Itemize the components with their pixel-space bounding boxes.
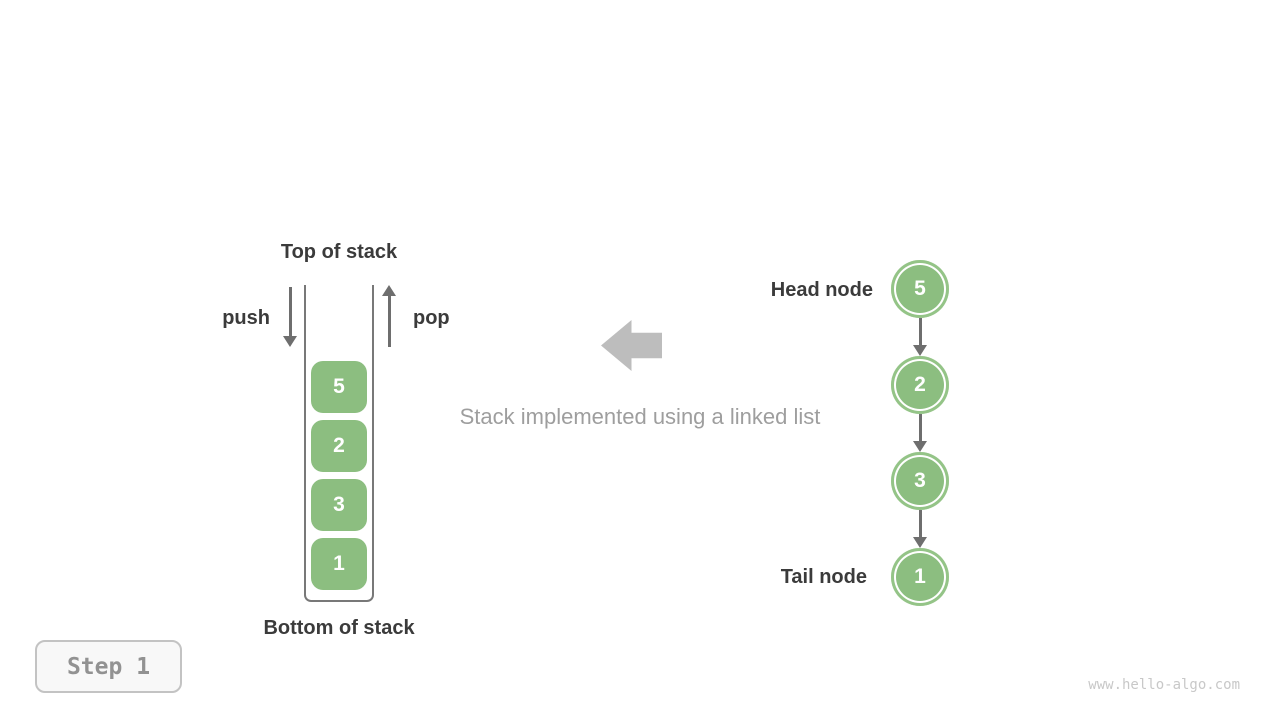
linked-list-node: 3 xyxy=(891,452,949,510)
top-of-stack-label: Top of stack xyxy=(280,241,398,263)
link-arrow-head xyxy=(913,441,927,452)
bottom-of-stack-label: Bottom of stack xyxy=(263,617,415,639)
link-arrow-shaft xyxy=(918,318,922,346)
step-badge: Step 1 xyxy=(35,640,182,693)
stack-container: 5 2 3 1 xyxy=(304,285,374,602)
stack-item: 1 xyxy=(311,538,367,590)
node-link-down-arrow-icon xyxy=(913,318,927,356)
link-arrow-shaft xyxy=(918,414,922,442)
push-arrow-head xyxy=(283,336,297,347)
link-arrow-shaft xyxy=(918,510,922,538)
watermark-text: www.hello-algo.com xyxy=(1088,677,1240,693)
pop-arrow-head xyxy=(382,285,396,296)
node-link-down-arrow-icon xyxy=(913,414,927,452)
link-arrow-head xyxy=(913,345,927,356)
stack-item: 2 xyxy=(311,420,367,472)
stack-item: 3 xyxy=(311,479,367,531)
linked-list-node: 5 xyxy=(891,260,949,318)
push-label: push xyxy=(222,307,270,329)
head-node-label: Head node xyxy=(770,279,873,301)
left-block-arrow-icon xyxy=(601,320,662,371)
pop-arrow-shaft xyxy=(387,295,391,347)
diagram-caption: Stack implemented using a linked list xyxy=(459,404,821,429)
stack-item: 5 xyxy=(311,361,367,413)
link-arrow-head xyxy=(913,537,927,548)
push-arrow-shaft xyxy=(288,287,292,337)
linked-list-node: 2 xyxy=(891,356,949,414)
pop-up-arrow-icon xyxy=(382,285,396,347)
tail-node-label: Tail node xyxy=(780,566,867,588)
linked-list-node: 1 xyxy=(891,548,949,606)
push-down-arrow-icon xyxy=(283,287,297,347)
node-link-down-arrow-icon xyxy=(913,510,927,548)
pop-label: pop xyxy=(413,307,450,329)
